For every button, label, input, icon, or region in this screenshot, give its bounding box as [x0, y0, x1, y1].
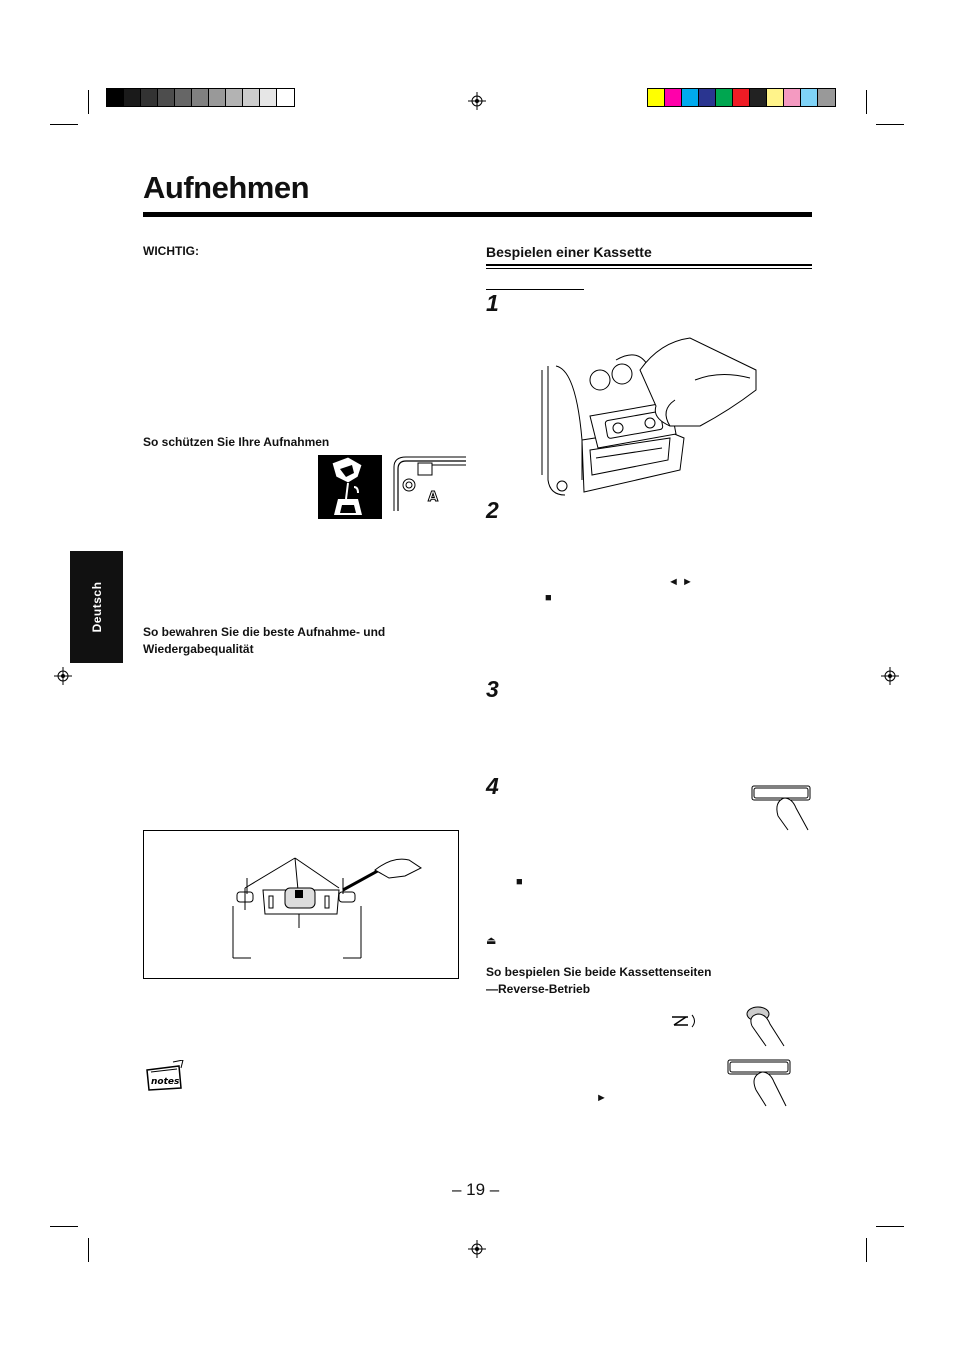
protect-heading: So schützen Sie Ihre Aufnahmen [143, 435, 330, 449]
step-number-2: 2 [486, 497, 499, 523]
section-heading: Bespielen einer Kassette [486, 244, 652, 260]
notes-icon: notes [146, 1060, 184, 1091]
crop-mark [866, 1238, 867, 1262]
svg-text:notes: notes [151, 1077, 180, 1087]
color-swatch [733, 89, 750, 106]
quality-heading-line2: Wiedergabequalität [143, 642, 254, 656]
reverse-mode-icon [672, 1014, 695, 1028]
tab-letter-a: A [428, 490, 438, 505]
color-swatch [107, 89, 124, 106]
head-cleaning-diagram-frame [143, 830, 459, 979]
grayscale-bar [106, 88, 295, 107]
color-swatch [158, 89, 175, 106]
tab-break-illustration [318, 455, 382, 519]
color-swatch [209, 89, 226, 106]
play-symbol: ► [596, 1092, 607, 1104]
reverse-heading: So bespielen Sie beide Kassettenseiten —… [486, 964, 711, 998]
eject-symbol: ⏏ [486, 935, 497, 947]
reverse-heading-line2: —Reverse-Betrieb [486, 982, 591, 996]
color-swatch [243, 89, 260, 106]
color-swatch [750, 89, 767, 106]
step-number-4: 4 [486, 773, 499, 799]
play-button-illustration [727, 1059, 791, 1107]
wichtig-label: WICHTIG: [143, 244, 199, 258]
page-title: Aufnehmen [143, 170, 310, 205]
rewind-play-symbol: ◄ ► [668, 576, 693, 588]
head-cleaning-diagram [232, 857, 422, 959]
color-swatch [784, 89, 801, 106]
reverse-button-illustration [746, 1006, 785, 1047]
color-swatch [175, 89, 192, 106]
color-swatch [665, 89, 682, 106]
reverse-heading-line1: So bespielen Sie beide Kassettenseiten [486, 965, 712, 979]
color-swatch [192, 89, 209, 106]
color-swatch [818, 89, 835, 106]
color-swatch [141, 89, 158, 106]
step-rule [486, 289, 584, 290]
crop-mark [88, 1238, 89, 1262]
cassette-insert-illustration [541, 337, 757, 496]
button-press-illustration [751, 785, 811, 831]
color-swatch [801, 89, 818, 106]
color-bar [647, 88, 836, 107]
side-tab-label: Deutsch [89, 581, 104, 633]
registration-mark-icon [468, 1240, 486, 1258]
step-number-1: 1 [486, 290, 499, 316]
crop-mark [50, 1226, 78, 1227]
color-swatch [260, 89, 277, 106]
page-number: – 19 – [452, 1180, 500, 1199]
crop-mark [876, 124, 904, 125]
color-swatch [277, 89, 294, 106]
crop-mark [50, 124, 78, 125]
registration-mark-icon [54, 667, 72, 685]
color-swatch [648, 89, 665, 106]
section-rule [486, 264, 812, 266]
crop-mark [866, 90, 867, 114]
registration-mark-icon [468, 92, 486, 110]
step-number-3: 3 [486, 676, 499, 702]
crop-mark [876, 1226, 904, 1227]
cassette-tab-illustration: A [393, 456, 466, 511]
color-swatch [699, 89, 716, 106]
registration-mark-icon [881, 667, 899, 685]
color-swatch [226, 89, 243, 106]
stop-symbol: ■ [545, 592, 552, 604]
color-swatch [716, 89, 733, 106]
language-side-tab: Deutsch [70, 551, 123, 663]
color-swatch [124, 89, 141, 106]
color-swatch [767, 89, 784, 106]
color-swatch [682, 89, 699, 106]
title-rule [143, 212, 812, 217]
quality-heading-line1: So bewahren Sie die beste Aufnahme- und [143, 625, 386, 639]
crop-mark [88, 90, 89, 114]
section-rule-thin [486, 268, 812, 269]
quality-heading: So bewahren Sie die beste Aufnahme- und … [143, 624, 385, 658]
stop-symbol-2: ■ [516, 876, 523, 888]
